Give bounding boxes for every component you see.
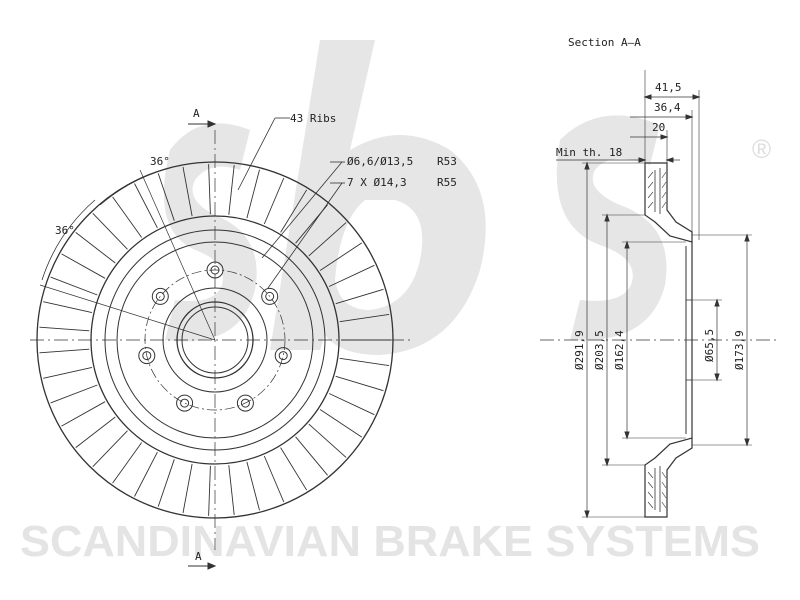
watermark-text: SCANDINAVIAN BRAKE SYSTEMS — [20, 517, 760, 566]
rib — [92, 212, 128, 250]
rib — [280, 447, 308, 491]
rib — [75, 416, 116, 448]
rib — [246, 169, 260, 219]
dim-width-hat: 36,4 — [654, 101, 681, 114]
rib — [208, 164, 211, 215]
bolt-hole — [151, 287, 169, 305]
hole-spec-1: Ø6,6/Ø13,5 — [347, 155, 413, 168]
dim-width-disc: 20 — [652, 121, 665, 134]
rib — [134, 183, 158, 229]
registered-mark: ® — [752, 134, 771, 164]
bolt-hole-inner — [180, 398, 190, 408]
rib — [182, 463, 193, 514]
bolt-hole — [274, 347, 292, 365]
rib — [295, 436, 328, 476]
front-view — [30, 117, 410, 570]
rib — [43, 301, 93, 314]
bolt-holes — [138, 261, 292, 412]
rib — [43, 366, 93, 379]
dim-dia-friction-inner: Ø203,5 — [593, 330, 606, 370]
rib — [335, 288, 384, 305]
rib — [263, 455, 285, 503]
friction-ring-lower — [644, 437, 693, 518]
rib — [134, 451, 158, 497]
dim-width-total: 41,5 — [655, 81, 682, 94]
rib — [319, 409, 363, 438]
hole-spec-2-radius: R55 — [437, 176, 457, 189]
rib — [328, 264, 375, 287]
rib — [208, 465, 211, 516]
section-title: Section A–A — [568, 36, 641, 49]
bolt-hole-inner — [278, 351, 288, 361]
rib — [228, 465, 235, 515]
rib — [308, 423, 347, 458]
angle-left-label: 36° — [55, 224, 75, 237]
dim-dia-hat: Ø162,4 — [613, 330, 626, 370]
rib — [50, 384, 98, 404]
center-bore-inner — [181, 306, 249, 374]
rib — [319, 242, 363, 271]
bolt-hole-inner — [142, 351, 152, 361]
sbs-logo-watermark — [163, 40, 667, 355]
bolt-hole — [236, 394, 254, 412]
center-bore — [176, 301, 254, 379]
bolt-hole — [261, 287, 279, 305]
hat-step — [116, 241, 314, 439]
rib — [246, 461, 260, 511]
rib — [39, 348, 90, 354]
bolt-circle — [144, 269, 286, 411]
bolt-hole-inner — [155, 291, 165, 301]
ribs-label: 43 Ribs — [290, 112, 336, 125]
angle-top-label: 36° — [150, 155, 170, 168]
hub-ring — [162, 287, 268, 393]
bolt-hole — [138, 347, 156, 365]
section-view — [540, 70, 780, 519]
rib — [182, 166, 193, 217]
rib — [92, 430, 128, 468]
bolt-hole-inner — [240, 398, 250, 408]
min-thickness-label: Min th. 18 — [556, 146, 622, 159]
disc-outer-edge — [36, 161, 394, 519]
hole-spec-2: 7 X Ø14,3 — [347, 176, 407, 189]
rib — [228, 165, 235, 215]
rib — [50, 276, 98, 296]
rib — [335, 375, 384, 392]
rib — [280, 189, 308, 233]
section-marker-top: A — [193, 107, 200, 120]
rib — [61, 401, 106, 427]
rib — [75, 232, 116, 264]
rib — [39, 326, 90, 332]
rib — [157, 173, 175, 221]
friction-ring-upper — [644, 162, 693, 243]
dim-dia-mount: Ø173,9 — [733, 330, 746, 370]
bolt-hole — [176, 394, 194, 412]
rib — [328, 393, 375, 416]
dim-dia-center-bore: Ø65,5 — [703, 329, 716, 362]
bolt-hole — [206, 261, 224, 279]
rib — [61, 253, 106, 279]
dim-dia-outer: Ø291,9 — [573, 330, 586, 370]
hat-outer — [104, 229, 326, 451]
rib — [112, 196, 143, 238]
rib — [112, 442, 143, 484]
bolt-hole-inner — [210, 265, 220, 275]
rib — [308, 222, 347, 257]
rib — [263, 177, 285, 225]
section-marker-bottom: A — [195, 550, 202, 563]
ribs — [39, 164, 391, 516]
rib — [157, 459, 175, 507]
rib — [339, 313, 390, 323]
hole-spec-1-radius: R53 — [437, 155, 457, 168]
rib-inner-edge — [90, 215, 340, 465]
rib — [339, 357, 390, 367]
bolt-hole-inner — [265, 291, 275, 301]
